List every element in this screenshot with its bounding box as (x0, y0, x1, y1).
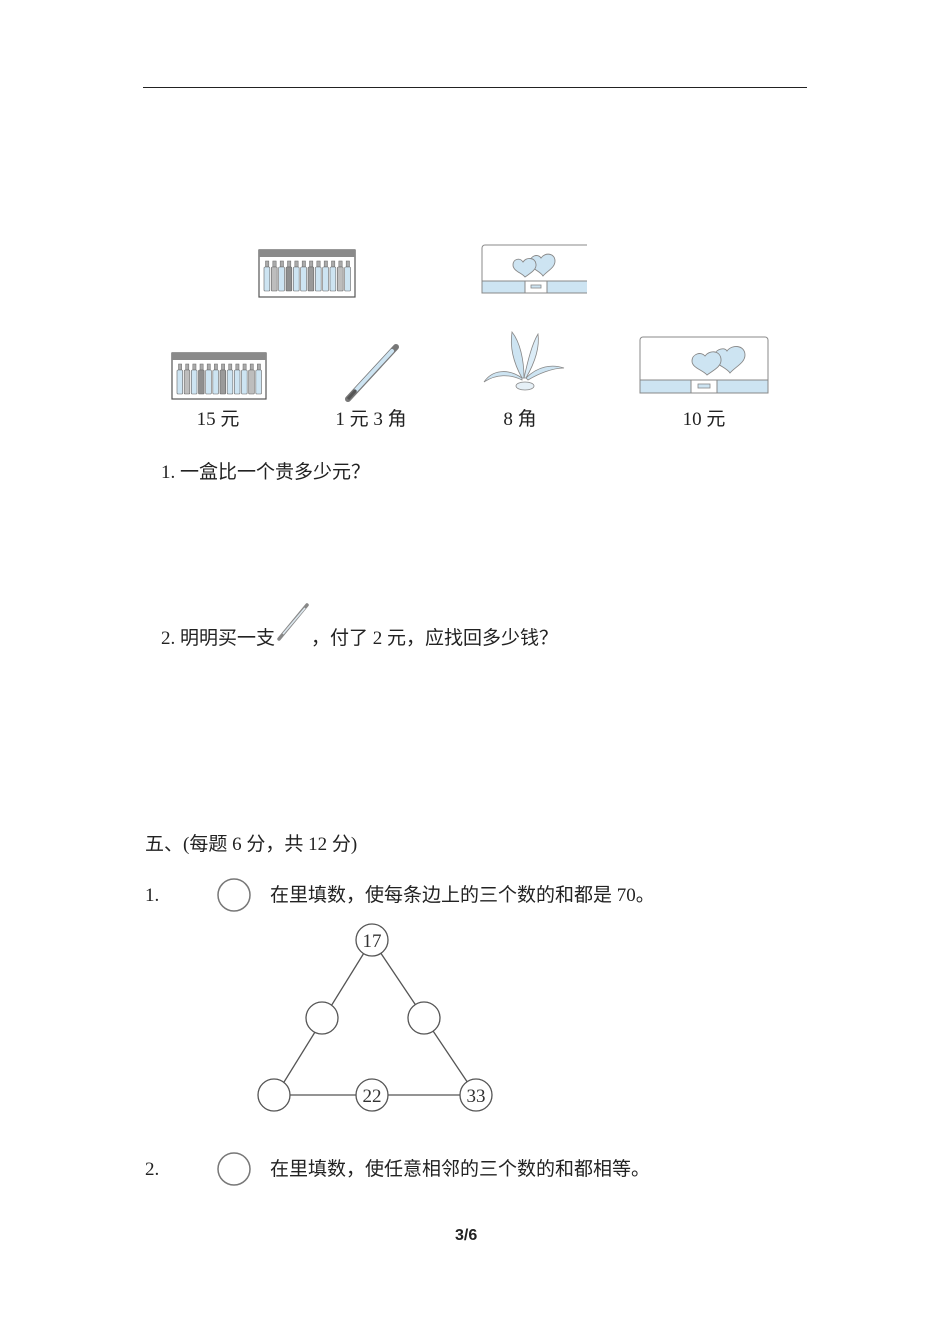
s5-q2-text: 在里填数，使任意相邻的三个数的和都相等。 (270, 1159, 651, 1180)
pencil-case-icon (639, 336, 769, 394)
shuttlecock-icon (482, 330, 566, 392)
triangle-node-left-middle[interactable] (305, 1001, 339, 1035)
question-2: 2. 明明买一支 ，付了 2 元，应找回多少钱？ (161, 603, 559, 651)
question-text-before: 明明买一支 (180, 628, 276, 649)
crayon-box-icon (171, 352, 267, 400)
pen-icon (342, 343, 402, 403)
s5-q1-text: 在里填数，使每条边上的三个数的和都是 70。 (270, 885, 655, 906)
question-number: 2. (161, 628, 176, 649)
triangle-node-bottom-right[interactable]: 33 (459, 1078, 493, 1112)
svg-text:22: 22 (363, 1086, 382, 1107)
s5-q1-number: 1. (145, 885, 160, 906)
triangle-node-bottom-middle[interactable]: 22 (355, 1078, 389, 1112)
pencil-case-icon (481, 244, 587, 296)
question-number: 1. (161, 462, 176, 483)
question-text-after: ，付了 2 元，应找回多少钱？ (311, 628, 559, 649)
price-pen: 1 元 3 角 (335, 409, 407, 430)
svg-text:17: 17 (363, 931, 382, 952)
s5-q2-number: 2. (145, 1159, 160, 1180)
number-triangle-diagram: 17 22 33 (250, 915, 510, 1120)
triangle-node-right-middle[interactable] (407, 1001, 441, 1035)
page-number: 3/6 (455, 1227, 478, 1244)
triangle-node-top[interactable]: 17 (355, 923, 389, 957)
circle-icon (215, 877, 253, 913)
question-text: 一盒比一个贵多少元？ (180, 462, 371, 483)
price-pencil-case: 10 元 (682, 409, 726, 430)
header-rule (143, 87, 807, 88)
triangle-node-bottom-left[interactable] (257, 1078, 291, 1112)
section-5-heading: 五、(每题 6 分，共 12 分) (145, 834, 358, 855)
crayon-box-item (171, 352, 267, 400)
svg-text:33: 33 (467, 1086, 486, 1107)
crayon-box-icon (258, 249, 356, 299)
price-shuttlecock: 8 角 (503, 409, 537, 430)
circle-icon (215, 1151, 253, 1187)
price-crayon-box: 15 元 (196, 409, 240, 430)
question-1: 1. 一盒比一个贵多少元？ (161, 461, 370, 485)
pen-icon (275, 603, 311, 644)
